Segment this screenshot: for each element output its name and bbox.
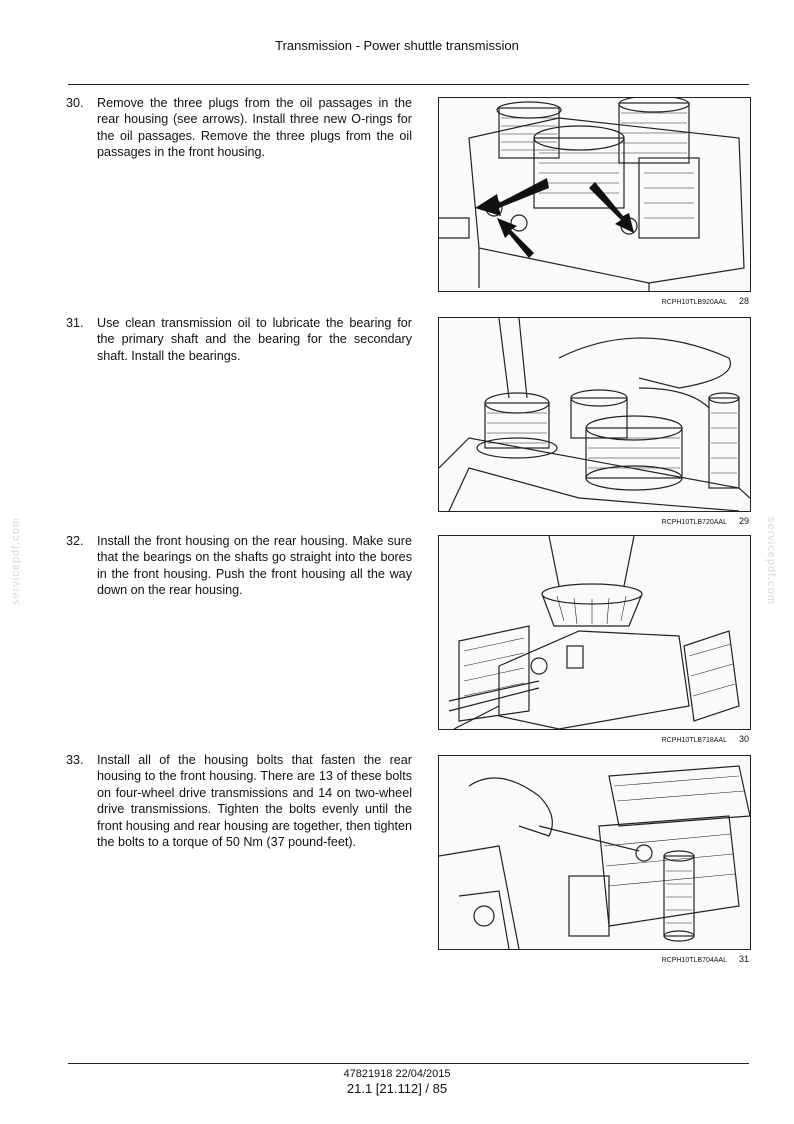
step-30: 30. Remove the three plugs from the oil … <box>66 95 412 161</box>
step-32: 32. Install the front housing on the rea… <box>66 533 412 599</box>
figure-number: 28 <box>738 296 749 306</box>
front-housing-illustration <box>448 536 740 729</box>
step-text: Remove the three plugs from the oil pass… <box>97 96 412 160</box>
step-number: 31. <box>66 316 84 330</box>
figure-number: 29 <box>738 516 749 526</box>
watermark-right: servicepdf.com <box>764 517 777 605</box>
step-number: 30. <box>66 96 84 110</box>
figure-30-image <box>438 535 751 730</box>
watermark-left: servicepdf.com <box>9 517 22 605</box>
gear-housing-illustration <box>439 98 745 291</box>
figure-number: 30 <box>738 734 749 744</box>
step-number: 32. <box>66 534 84 548</box>
torque-wrench-illustration <box>439 765 750 949</box>
step-33: 33. Install all of the housing bolts tha… <box>66 752 412 850</box>
step-number: 33. <box>66 753 84 767</box>
step-text: Use clean transmission oil to lubricate … <box>97 316 412 363</box>
figure-28-image <box>438 97 751 292</box>
figure-code: RCPH10TLB718AAL <box>661 737 727 744</box>
figure-30-caption: RCPH10TLB718AAL 30 <box>560 734 749 744</box>
figure-code: RCPH10TLB720AAL <box>661 519 727 526</box>
step-text: Install the front housing on the rear ho… <box>97 534 412 598</box>
figure-31-image <box>438 755 751 950</box>
step-31: 31. Use clean transmission oil to lubric… <box>66 315 412 364</box>
figure-31-caption: RCPH10TLB704AAL 31 <box>560 954 749 964</box>
figure-code: RCPH10TLB704AAL <box>661 957 727 964</box>
header-rule <box>68 84 749 85</box>
figure-number: 31 <box>738 954 749 964</box>
figure-29-image <box>438 317 751 512</box>
figure-29-caption: RCPH10TLB720AAL 29 <box>560 516 749 526</box>
footer-rule <box>68 1063 749 1064</box>
bearing-install-illustration <box>439 318 750 511</box>
figure-28-caption: RCPH10TLB920AAL 28 <box>560 296 749 306</box>
footer-doc-ref: 47821918 22/04/2015 <box>343 1068 451 1080</box>
footer-page-number: 21.1 [21.112] / 85 <box>346 1081 448 1096</box>
step-text: Install all of the housing bolts that fa… <box>97 753 412 850</box>
page-header: Transmission - Power shuttle transmissio… <box>275 38 519 53</box>
figure-code: RCPH10TLB920AAL <box>661 299 727 306</box>
